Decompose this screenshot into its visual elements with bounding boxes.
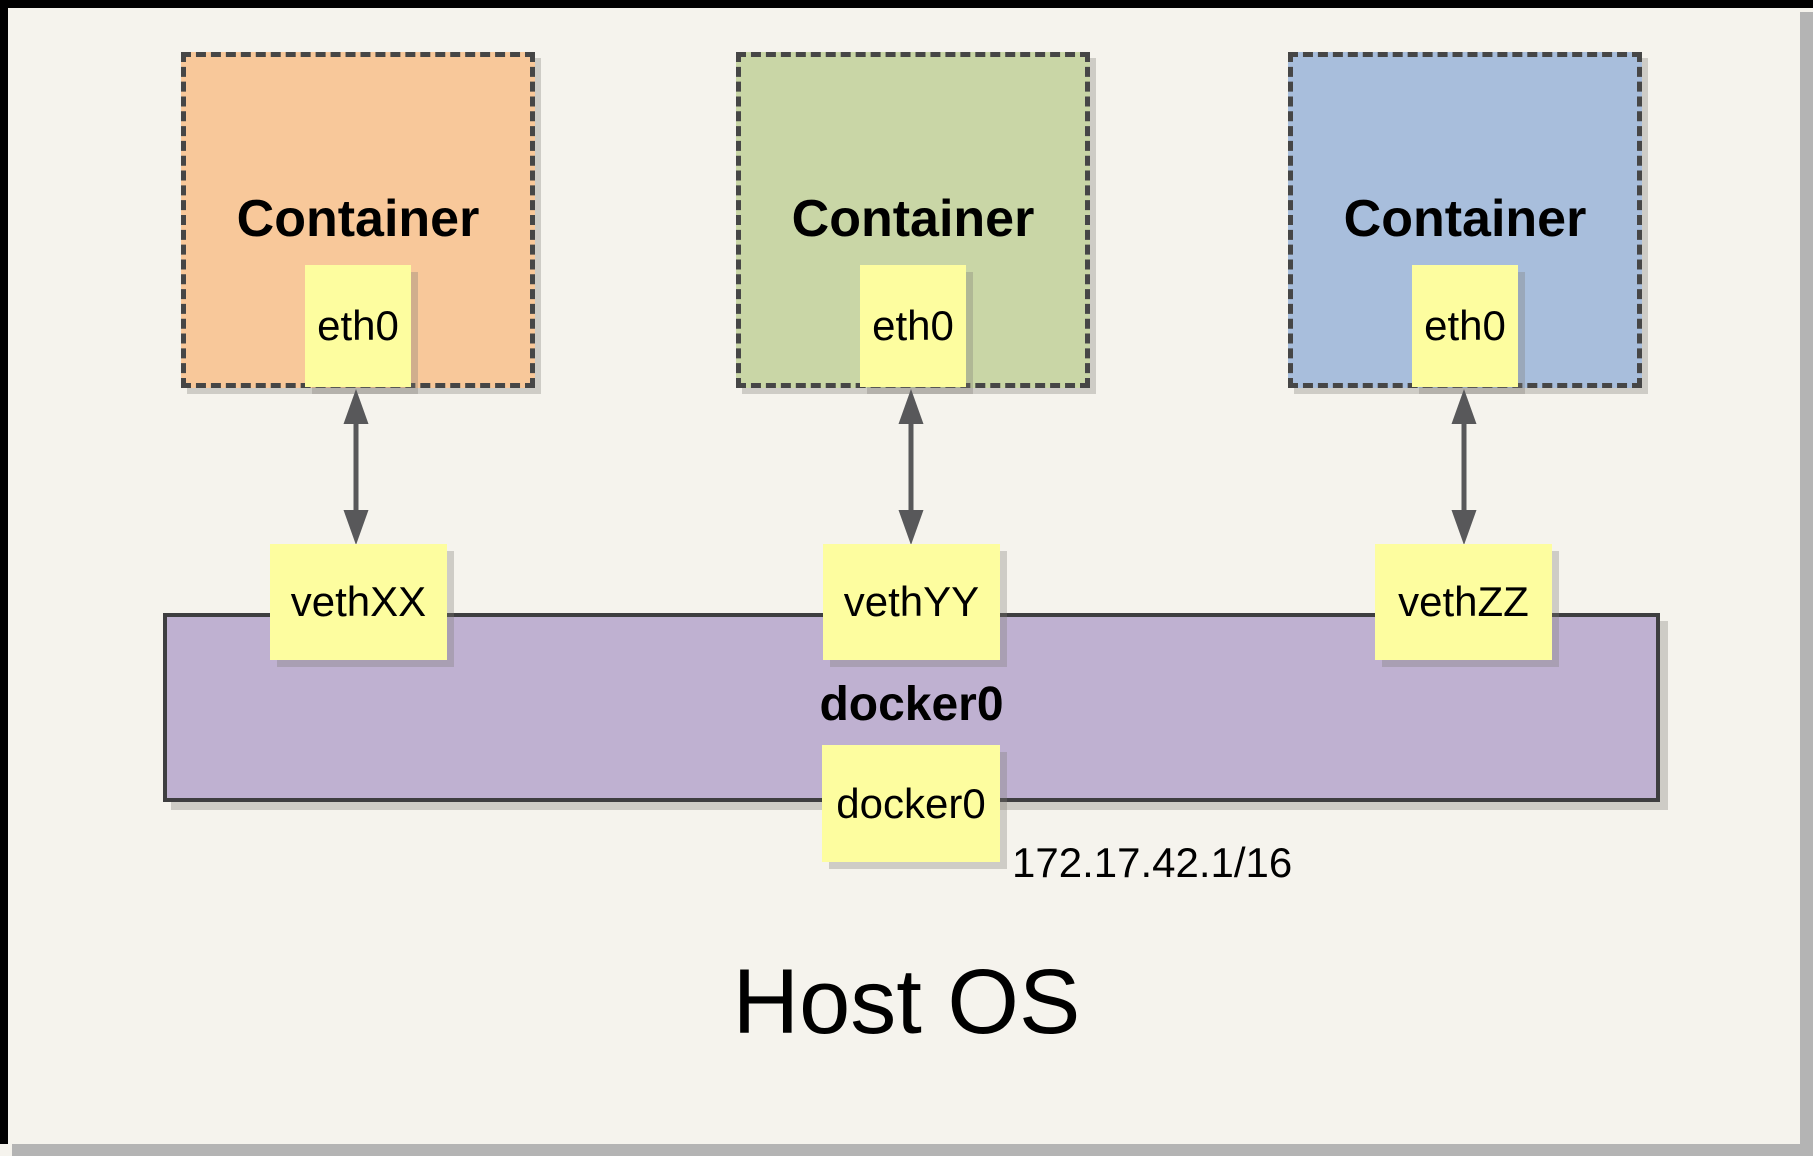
- container-title: Container: [236, 190, 480, 248]
- docker0-bridge-title: docker0: [819, 678, 1004, 731]
- docker0-interface-label: docker0: [836, 779, 986, 827]
- host-os-label: Host OS: [732, 951, 1081, 1053]
- container-box: Container eth0: [736, 52, 1090, 388]
- veth-label: vethYY: [843, 578, 980, 625]
- veth-box: vethZZ: [1375, 544, 1552, 660]
- eth0-label: eth0: [872, 302, 954, 349]
- frame-border-left: [0, 0, 8, 1144]
- eth0-label: eth0: [1424, 302, 1506, 349]
- veth-label: vethXX: [290, 578, 427, 625]
- veth-label: vethZZ: [1398, 578, 1529, 625]
- veth-box: vethYY: [823, 544, 1000, 660]
- page-shadow-bottom: [12, 1144, 1813, 1156]
- veth-box: vethXX: [270, 544, 447, 660]
- eth0-interface-box: eth0: [860, 265, 966, 387]
- docker0-interface-box: docker0: [822, 745, 1000, 862]
- eth0-label: eth0: [317, 302, 399, 349]
- eth0-interface-box: eth0: [305, 265, 411, 387]
- page-shadow-right: [1800, 12, 1813, 1156]
- bidirectional-arrow-icon: [1451, 389, 1477, 545]
- frame-border-top: [0, 0, 1813, 8]
- container-title: Container: [791, 190, 1035, 248]
- container-title: Container: [1343, 190, 1587, 248]
- container-box: Container eth0: [181, 52, 535, 388]
- bidirectional-arrow-icon: [898, 389, 924, 545]
- container-box: Container eth0: [1288, 52, 1642, 388]
- bidirectional-arrow-icon: [343, 389, 369, 545]
- bridge-ip-label: 172.17.42.1/16: [1012, 839, 1293, 886]
- eth0-interface-box: eth0: [1412, 265, 1518, 387]
